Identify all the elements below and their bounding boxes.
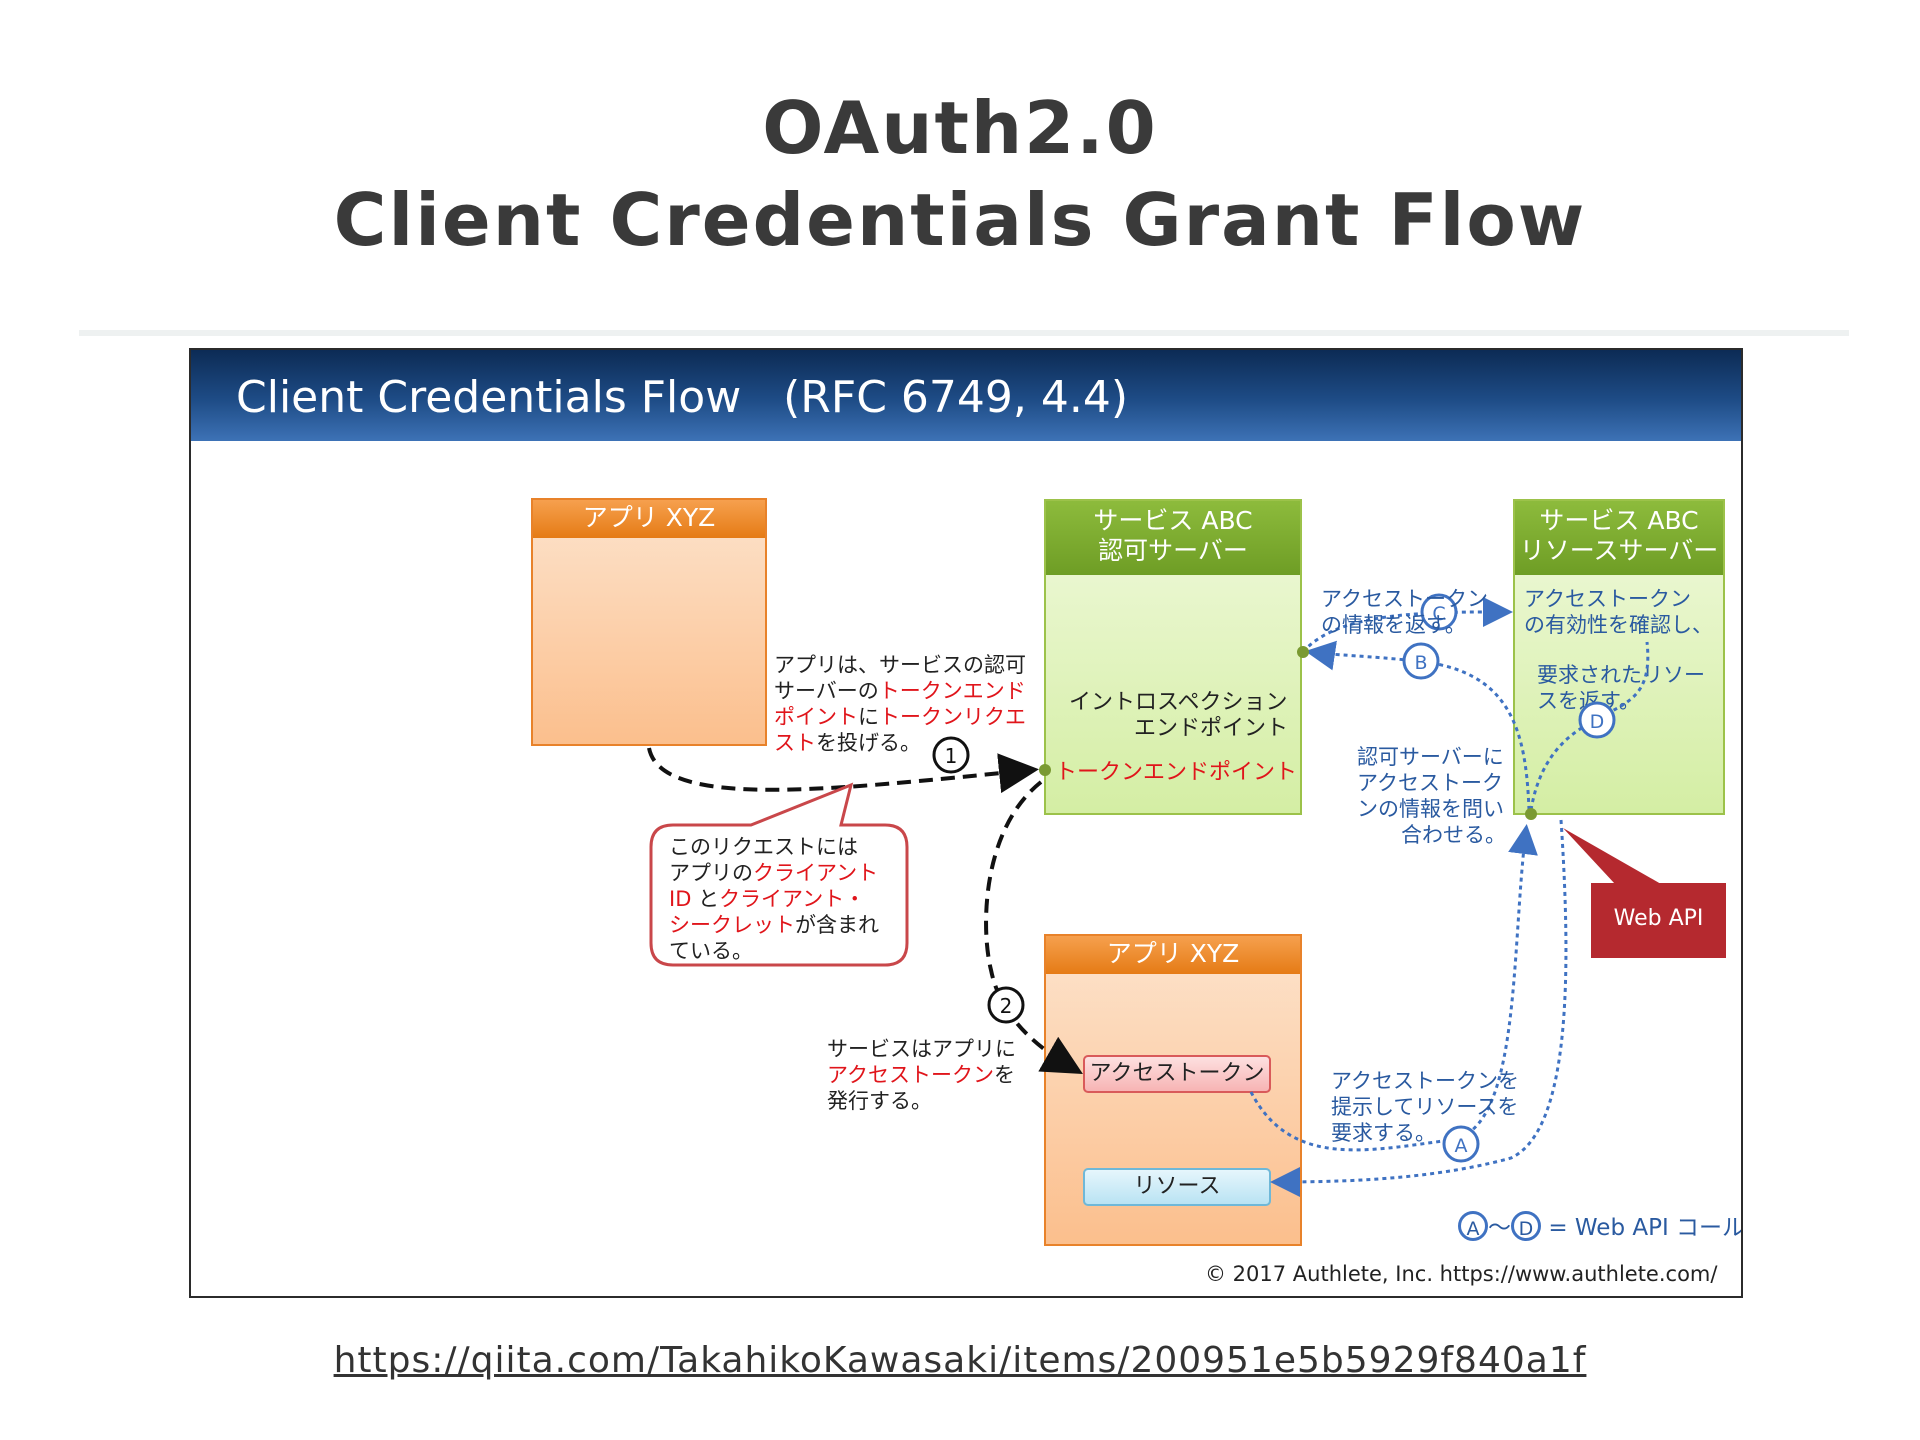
introspection-endpoint-dot	[1297, 646, 1309, 658]
auth-server-title-line-1: サービス ABC	[1093, 506, 1253, 535]
resource-note-line-1: アクセストークン	[1524, 587, 1691, 611]
stepB-line-1: 認可サーバーに	[1357, 745, 1504, 769]
stepC-line-1: アクセストークン	[1321, 587, 1488, 611]
step2-line-1: サービスはアプリに	[827, 1037, 1016, 1061]
access-token-badge: アクセストークン	[1083, 1055, 1271, 1093]
step2-line-3: 発行する。	[827, 1089, 932, 1113]
stepB-marker-text: B	[1414, 652, 1427, 674]
legend-text: = Web API コール	[1548, 1215, 1743, 1241]
resource-server-title-line-1: サービス ABC	[1539, 506, 1699, 535]
token-endpoint-dot	[1039, 764, 1051, 776]
step1-line-4: ストを投げる。	[774, 731, 921, 755]
token-endpoint-label: トークンエンドポイント	[1055, 760, 1298, 785]
flow-figure: Client Credentials Flow (RFC 6749, 4.4) …	[189, 348, 1743, 1298]
introspection-line-2: エンドポイント	[1134, 716, 1289, 741]
legend-marker-to: D	[1511, 1211, 1541, 1241]
auth-server-box: サービス ABC 認可サーバー	[1044, 499, 1302, 815]
resource-return-arrow	[1270, 819, 1568, 1197]
resource-server-title: サービス ABC リソースサーバー	[1515, 501, 1723, 575]
step1-line-2: サーバーのトークンエンド	[774, 679, 1026, 703]
step1-line-1: アプリは、サービスの認可	[774, 653, 1026, 677]
figure-header: Client Credentials Flow (RFC 6749, 4.4)	[191, 350, 1741, 441]
markers-layer: 1 2 A B C D	[649, 593, 1616, 1163]
stepB-line-3: ンの情報を問い	[1357, 797, 1504, 821]
stepD-marker-text: D	[1590, 711, 1605, 733]
stepB-marker: B	[1402, 642, 1440, 680]
legend-tilde: ～	[1488, 1215, 1511, 1241]
callout-line-2: アプリのクライアント	[669, 861, 879, 885]
stepC-marker: C	[1420, 593, 1458, 631]
resource-server-title-line-2: リソースサーバー	[1519, 536, 1719, 565]
callout-line-5: ている。	[669, 939, 753, 963]
stepB-line-2: アクセストーク	[1357, 771, 1503, 795]
step2-line-2: アクセストークンを	[827, 1063, 1015, 1087]
stepB-arrow	[1305, 640, 1531, 811]
callout-line-4: シークレットが含まれ	[669, 913, 879, 937]
auth-server-title: サービス ABC 認可サーバー	[1046, 501, 1300, 575]
divider	[79, 330, 1849, 336]
step2-arrow	[984, 780, 1083, 1074]
app-xyz-bottom-title: アプリ XYZ	[1046, 936, 1300, 974]
introspection-line-1: イントロスペクション	[1069, 690, 1288, 715]
step1-arrow	[647, 747, 1039, 794]
stepA-line-3: 要求する。	[1331, 1121, 1436, 1145]
app-xyz-top-title: アプリ XYZ	[533, 500, 765, 538]
resource-note-line-2: の有効性を確認し、	[1524, 613, 1713, 637]
title-line-1: OAuth2.0	[762, 86, 1158, 170]
stepA-marker: A	[1442, 1125, 1480, 1163]
step1-line-3: ポイントにトークンリクエ	[774, 705, 1026, 729]
source-link[interactable]: https://qiita.com/TakahikoKawasaki/items…	[333, 1340, 1587, 1381]
app-xyz-top-box: アプリ XYZ	[531, 498, 767, 746]
figure-title: Client Credentials Flow (RFC 6749, 4.4)	[236, 372, 1128, 423]
stepA-marker-text: A	[1455, 1135, 1468, 1157]
step2-marker: 2	[987, 986, 1025, 1024]
step1-marker-text: 1	[945, 744, 958, 768]
web-api-dot	[1525, 808, 1537, 820]
web-api-pointer	[1563, 828, 1661, 884]
copyright: © 2017 Authlete, Inc. https://www.authle…	[1205, 1262, 1718, 1286]
stepC-marker-text: C	[1432, 603, 1445, 625]
resource-note-line-3: 要求されたリソー	[1537, 663, 1705, 687]
callout-bubble	[649, 782, 909, 967]
web-api-label: Web API	[1591, 883, 1726, 958]
legend: A～D = Web API コール	[1458, 1208, 1743, 1242]
step2-marker-text: 2	[1000, 994, 1013, 1018]
auth-server-title-line-2: 認可サーバー	[1098, 536, 1248, 565]
legend-marker-from: A	[1458, 1211, 1488, 1241]
stepA-line-1: アクセストークンを	[1331, 1069, 1519, 1093]
callout-line-1: このリクエストには	[669, 835, 858, 859]
callout-line-3: ID とクライアント・	[669, 887, 866, 911]
stepB-line-4: 合わせる。	[1401, 823, 1506, 847]
stepD-marker: D	[1578, 701, 1616, 739]
stepC-arrow	[1301, 597, 1513, 653]
stepA-line-2: 提示してリソースを	[1331, 1095, 1519, 1119]
step1-marker: 1	[932, 736, 970, 774]
stepC-line-2: の情報を返す。	[1321, 613, 1466, 637]
title-line-2: Client Credentials Grant Flow	[333, 178, 1587, 262]
resource-badge: リソース	[1083, 1168, 1271, 1206]
